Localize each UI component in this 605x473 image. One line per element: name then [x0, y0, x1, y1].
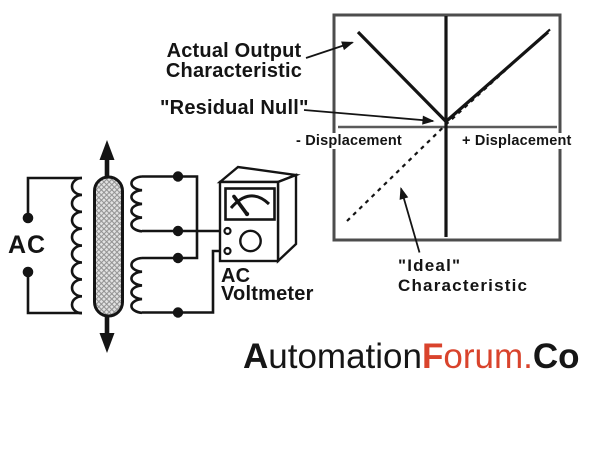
lvdt-core: [93, 175, 124, 318]
voltmeter-label-line2: Voltmeter: [221, 282, 314, 305]
secondary-terminal-dot-2: [172, 225, 184, 237]
logo-segment-a: A: [243, 337, 269, 376]
automationforum-logo: AutomationForum.Co: [243, 339, 580, 374]
leader-arrows: [303, 41, 435, 253]
core-up-arrow-icon: [99, 140, 115, 176]
source-terminal-dot-top: [22, 212, 34, 224]
primary-wire-bottom: [26, 273, 82, 315]
secondary-wires: [142, 171, 224, 318]
meter-scale-arc: [229, 194, 271, 210]
voltmeter-label-line1: AC: [221, 265, 251, 287]
ac-voltmeter-label: AC Voltmeter: [221, 265, 314, 305]
logo-segment-orum: orum: [443, 337, 524, 376]
ideal-characteristic-arrow: [399, 187, 421, 253]
residual-null-label: "Residual Null": [160, 97, 309, 119]
ideal-label-line1: "Ideal": [398, 256, 462, 275]
primary-coil: [70, 176, 83, 315]
voltmeter-terminal-bottom: [223, 246, 232, 256]
ideal-characteristic-label: "Ideal" Characteristic: [398, 256, 528, 295]
negative-displacement-label: - Displacement: [294, 133, 404, 149]
ideal-characteristic-curve: [346, 27, 552, 222]
graph-frame: [332, 13, 562, 242]
residual-null-arrow: [303, 109, 435, 125]
meter-needle-icon: [232, 194, 249, 216]
ideal-label-line2: Characteristic: [398, 275, 529, 295]
logo-segment-dot: .: [523, 337, 533, 376]
core-down-arrow-icon: [99, 317, 115, 353]
series-opposition-wire: [142, 175, 199, 260]
actual-output-label: Actual Output Characteristic: [159, 41, 309, 81]
primary-wire-top: [26, 176, 82, 217]
actual-output-label-line2: Characteristic: [165, 60, 303, 82]
voltmeter-knob: [239, 229, 262, 253]
characteristic-graph: [303, 13, 562, 253]
secondary-terminal-dot-3: [172, 252, 184, 264]
positive-displacement-label: + Displacement: [460, 133, 574, 149]
voltmeter-wire-bottom: [142, 249, 224, 314]
actual-output-curve: [356, 30, 550, 124]
secondary-terminal-dot-4: [172, 307, 184, 318]
voltmeter-right-face: [276, 173, 298, 264]
lvdt-circuit-drawing: [22, 140, 301, 353]
actual-output-label-line1: Actual Output: [166, 40, 302, 62]
secondary-coil-bottom: [130, 256, 143, 315]
voltmeter-terminal-top: [223, 226, 232, 236]
logo-segment-utomation: utomation: [268, 337, 422, 376]
actual-output-arrow: [305, 41, 354, 59]
source-terminal-dot-bottom: [22, 266, 34, 278]
ac-voltmeter-drawing: [216, 165, 301, 264]
ac-source-wires: [22, 176, 82, 315]
secondary-coil-top: [130, 175, 143, 233]
logo-segment-co: Co: [532, 337, 580, 376]
logo-segment-f: F: [422, 337, 444, 376]
ac-source-label: AC: [8, 231, 47, 259]
meter-needle-pivot: [244, 211, 250, 217]
secondary-terminal-dot-1: [172, 171, 184, 182]
